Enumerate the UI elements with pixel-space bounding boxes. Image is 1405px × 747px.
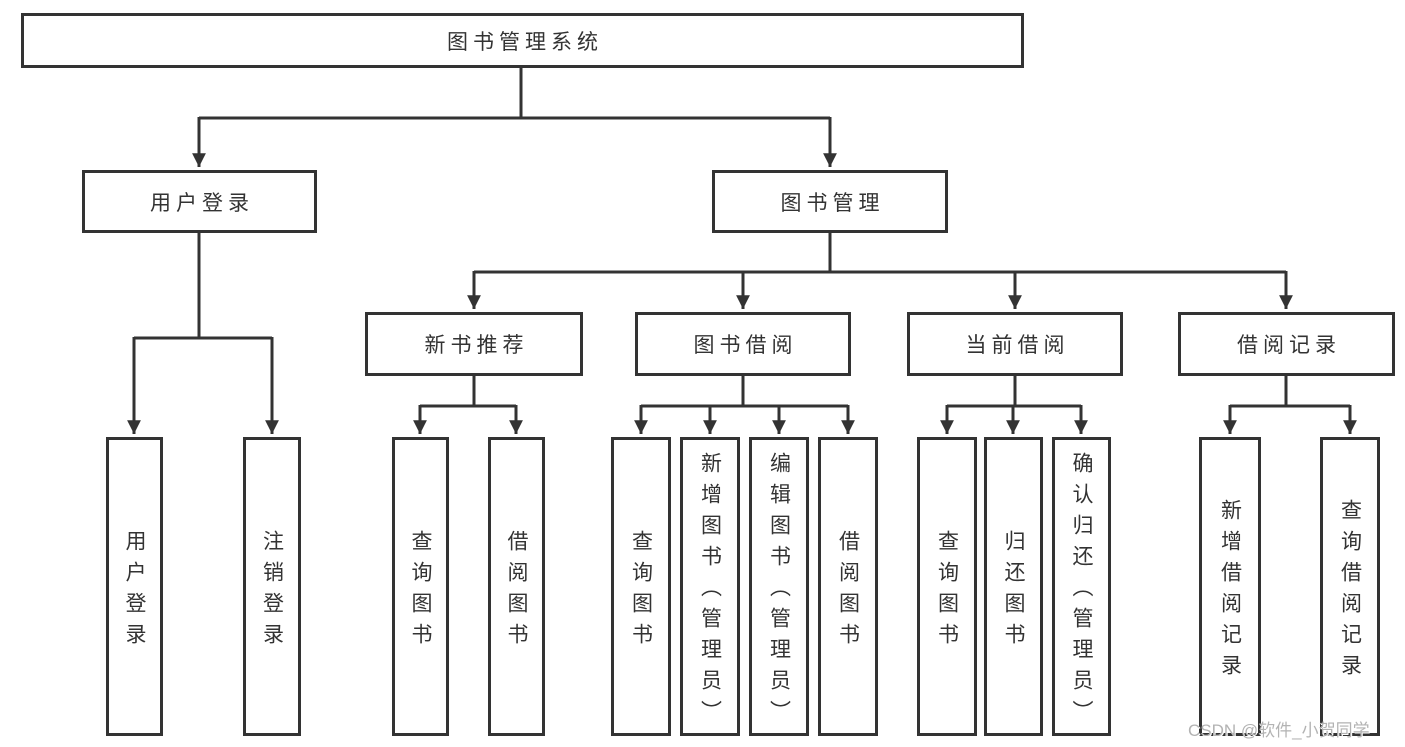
node-new-book-recommend: 新书推荐 [365,312,583,376]
leaf-query-books-current: 查询图书 [917,437,977,736]
leaf-logout: 注销登录 [243,437,301,736]
leaf-borrow-books-recommend: 借阅图书 [488,437,545,736]
leaf-confirm-return-admin: 确认归还（管理员） [1052,437,1111,736]
leaf-add-borrow-record: 新增借阅记录 [1199,437,1261,736]
leaf-user-login: 用户登录 [106,437,163,736]
leaf-query-books-recommend: 查询图书 [392,437,449,736]
leaf-return-book: 归还图书 [984,437,1043,736]
leaf-query-books-borrow: 查询图书 [611,437,671,736]
node-root: 图书管理系统 [21,13,1024,68]
watermark: CSDN @软件_小贺同学 [1188,721,1370,740]
leaf-add-book-admin: 新增图书（管理员） [680,437,740,736]
leaf-borrow-books: 借阅图书 [818,437,878,736]
node-book-management: 图书管理 [712,170,948,233]
node-borrow-records: 借阅记录 [1178,312,1395,376]
node-user-login: 用户登录 [82,170,317,233]
node-book-borrow: 图书借阅 [635,312,851,376]
node-current-borrow: 当前借阅 [907,312,1123,376]
leaf-query-borrow-record: 查询借阅记录 [1320,437,1380,736]
leaf-edit-book-admin: 编辑图书（管理员） [749,437,809,736]
